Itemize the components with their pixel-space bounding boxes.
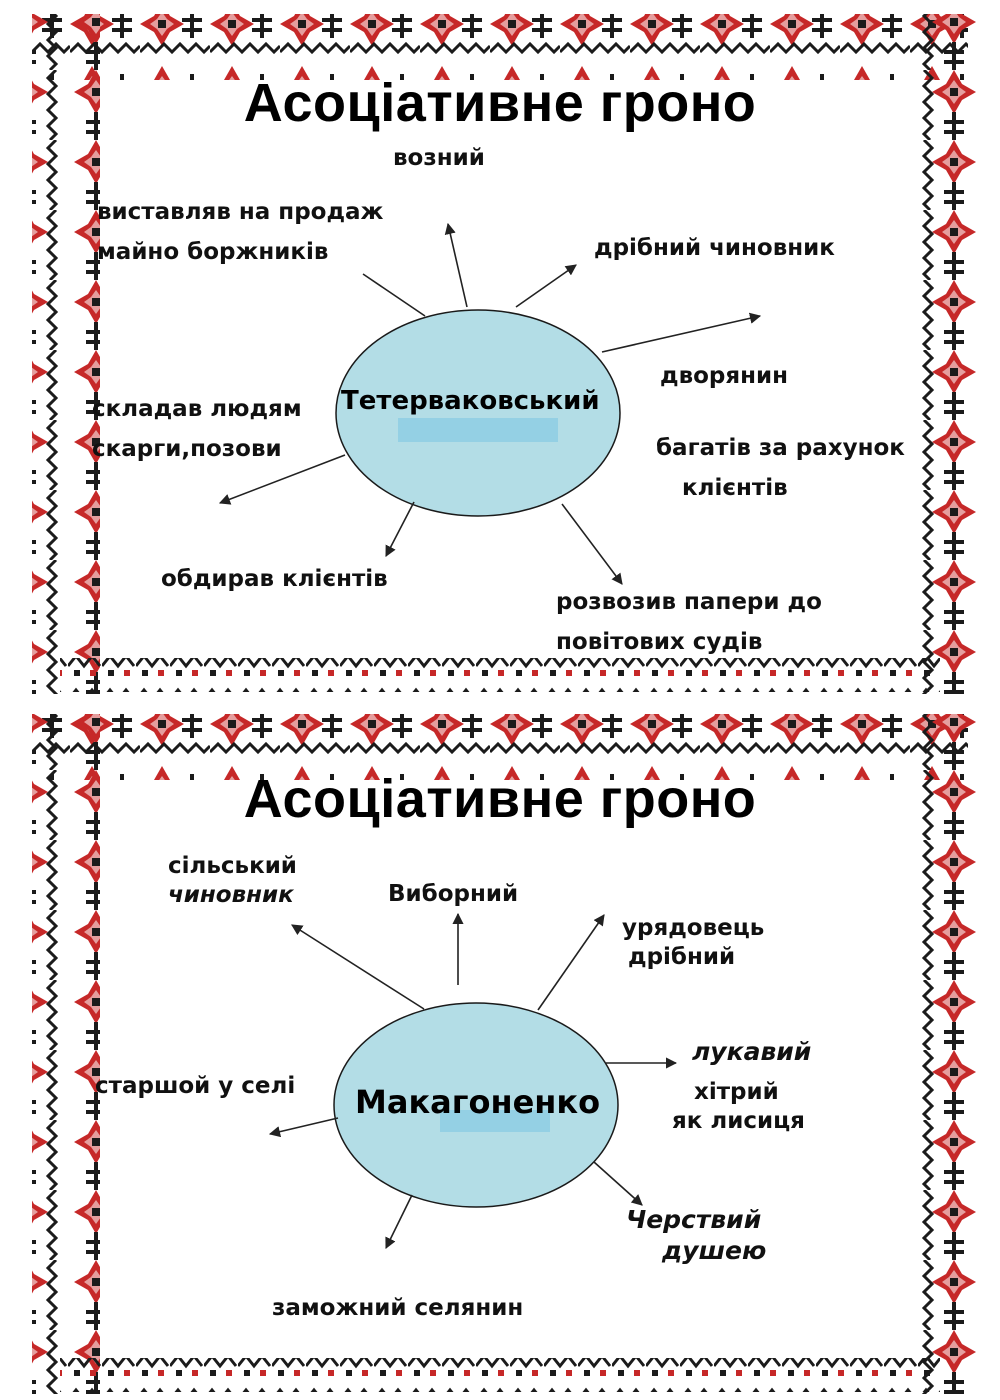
label-line: обдирав клієнтів xyxy=(161,566,388,592)
center-ellipse xyxy=(333,1002,619,1208)
label-zamozhnyi: заможний селянин xyxy=(272,1294,523,1323)
arrows-layer xyxy=(268,912,678,1250)
label-line: урядовець xyxy=(622,915,765,941)
label-line: скарги,позови xyxy=(92,436,282,462)
arrow-silskyi xyxy=(291,924,425,1010)
arrow-vozniy xyxy=(444,222,468,308)
label-line: як лисиця xyxy=(672,1108,805,1134)
arrow-zamozhnyi xyxy=(385,1194,413,1250)
center-word: Тетерваковський xyxy=(341,386,600,416)
center-highlight xyxy=(398,418,558,442)
label-bahativ: багатів за рахунок клієнтів xyxy=(656,428,905,508)
label-line: чиновник xyxy=(168,882,294,908)
label-line: возний xyxy=(393,145,485,171)
label-cherstvyi: Черствий душею xyxy=(626,1204,766,1266)
arrows-layer xyxy=(218,222,762,585)
label-uriadovets: урядовець дрібний xyxy=(622,914,764,972)
center-word: Макагоненко xyxy=(355,1083,601,1121)
label-vybornyi: Виборний xyxy=(388,880,518,909)
diagram-panel-1: Асоціативне гроно Тетерваковський возний… xyxy=(32,14,980,694)
arrow-skarhy xyxy=(218,454,346,505)
arrow-chynovnyk xyxy=(515,264,577,308)
label-chynovnyk: дрібний чиновник xyxy=(594,228,835,268)
diagram-panel-2: Асоціативне гроно Макагоненко сільський … xyxy=(0,700,1000,1400)
center-ellipse xyxy=(335,309,621,517)
label-line: виставляв на продаж xyxy=(97,199,384,225)
arrow-uriadovets xyxy=(537,914,605,1011)
label-line: клієнтів xyxy=(682,475,788,501)
label-line: розвозив папери до xyxy=(556,589,822,615)
arrow-dvorianyn xyxy=(601,312,762,353)
label-starshoi: старшой у селі xyxy=(95,1072,295,1101)
arrow-rozvozyv xyxy=(561,503,623,585)
embroidery-border xyxy=(32,14,980,694)
label-line: Черствий xyxy=(626,1205,762,1234)
label-lukavyi: лукавий xyxy=(692,1036,811,1067)
label-prodazh: виставляв на продаж майно боржників xyxy=(97,192,383,272)
arrow-prodazh xyxy=(362,273,426,317)
label-line: хітрий xyxy=(694,1079,779,1105)
label-line: заможний селянин xyxy=(272,1295,524,1321)
arrow-cherstvyi xyxy=(593,1161,643,1206)
label-line: лукавий xyxy=(692,1037,812,1066)
diagram-title: Асоціативне гроно xyxy=(243,769,757,829)
label-khitryi: хітрий як лисиця xyxy=(672,1078,805,1136)
arrow-obdyrav xyxy=(385,501,415,557)
center-highlight xyxy=(440,1110,550,1132)
label-rozvozyv: розвозив папери до повітових судів xyxy=(556,582,822,662)
label-line: дворянин xyxy=(660,363,789,389)
label-line: складав людям xyxy=(92,396,302,422)
label-line: дрібний xyxy=(628,944,736,970)
label-obdyrav: обдирав клієнтів xyxy=(161,559,388,599)
diagram-title: Асоціативне гроно xyxy=(243,73,757,133)
label-line: сільський xyxy=(168,853,297,879)
arrow-starshoi xyxy=(268,1117,339,1138)
label-line: Виборний xyxy=(388,881,519,907)
label-silskyi: сільський чиновник xyxy=(168,852,297,910)
label-line: дрібний чиновник xyxy=(594,235,835,261)
label-line: повітових судів xyxy=(556,629,763,655)
label-line: душею xyxy=(662,1236,767,1265)
label-dvorianyn: дворянин xyxy=(660,356,788,396)
label-line: майно боржників xyxy=(97,239,329,265)
label-skarhy: складав людям скарги,позови xyxy=(92,389,302,469)
embroidery-border xyxy=(32,714,980,1394)
label-line: старшой у селі xyxy=(95,1073,296,1099)
label-vozniy: возний xyxy=(393,138,485,178)
label-line: багатів за рахунок xyxy=(656,435,905,461)
